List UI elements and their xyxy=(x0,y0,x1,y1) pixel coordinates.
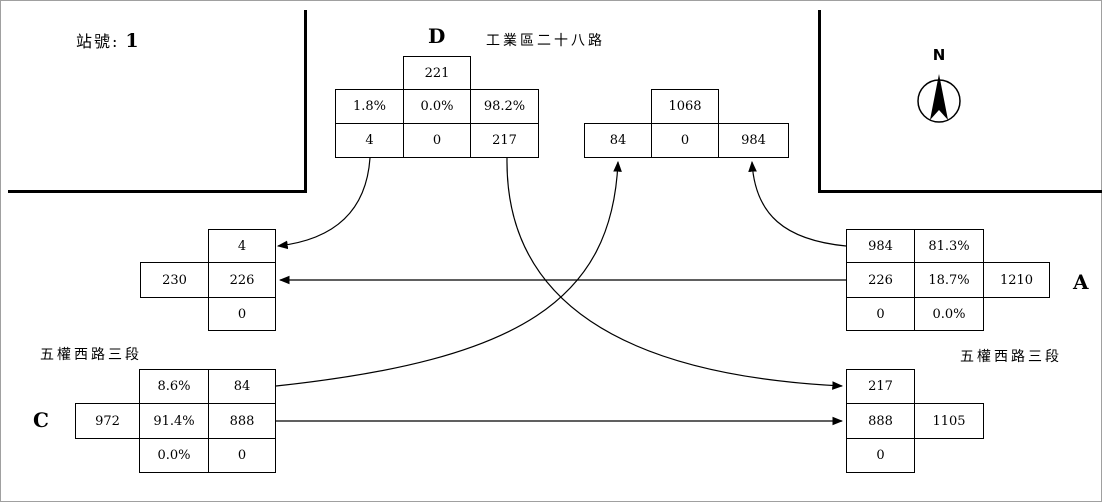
west-in-pct-through: 91.4% xyxy=(139,403,209,439)
station-label-text: 站號: xyxy=(76,32,120,51)
west-out-total: 230 xyxy=(140,262,209,298)
compass-n-label: N xyxy=(932,46,946,64)
approach-d-label: D xyxy=(428,24,446,48)
north-out-vol-3: 984 xyxy=(718,123,789,158)
southeast-road-name: 五權西路三段 xyxy=(960,349,1062,365)
west-out-vol-1: 4 xyxy=(208,229,276,263)
north-in-pct-through: 0.0% xyxy=(403,89,471,124)
northeast-block xyxy=(818,10,1102,193)
south-out-vol-2: 888 xyxy=(846,403,915,439)
east-in-vol-right: 0 xyxy=(846,297,915,331)
south-out-total: 1105 xyxy=(914,403,984,439)
station-label: 站號: 1 xyxy=(76,28,141,52)
south-out-vol-1: 217 xyxy=(846,369,915,404)
flow-c-left xyxy=(275,160,622,387)
north-road-name: 工業區二十八路 xyxy=(486,33,605,49)
south-out-vol-3: 0 xyxy=(846,438,915,473)
east-in-vol-left: 984 xyxy=(846,229,915,263)
north-in-pct-right: 98.2% xyxy=(470,89,539,124)
north-in-pct-left: 1.8% xyxy=(335,89,404,124)
station-number: 1 xyxy=(125,30,141,52)
west-road-name: 五權西路三段 xyxy=(40,347,142,363)
west-in-vol-through: 888 xyxy=(208,403,276,439)
east-in-pct-right: 0.0% xyxy=(914,297,984,331)
east-in-pct-left: 81.3% xyxy=(914,229,984,263)
west-out-vol-2: 226 xyxy=(208,262,276,298)
approach-c-label: C xyxy=(33,408,49,432)
north-out-vol-2: 0 xyxy=(651,123,719,158)
north-out-vol-1: 84 xyxy=(584,123,652,158)
flow-d-right xyxy=(506,157,844,390)
flow-a-left xyxy=(748,160,847,247)
west-out-vol-3: 0 xyxy=(208,297,276,331)
west-in-total: 972 xyxy=(75,403,140,439)
west-in-vol-left: 84 xyxy=(208,369,276,404)
north-in-total: 221 xyxy=(403,56,471,90)
northwest-block xyxy=(8,10,307,193)
approach-a-label: A xyxy=(1073,270,1089,294)
north-in-vol-right: 217 xyxy=(470,123,539,158)
east-in-total: 1210 xyxy=(983,262,1050,298)
north-arrow-icon xyxy=(917,74,961,123)
flow-d-left xyxy=(276,157,371,250)
west-in-vol-right: 0 xyxy=(208,438,276,473)
compass: N xyxy=(914,46,964,130)
north-out-total: 1068 xyxy=(651,89,719,124)
east-in-pct-through: 18.7% xyxy=(914,262,984,298)
